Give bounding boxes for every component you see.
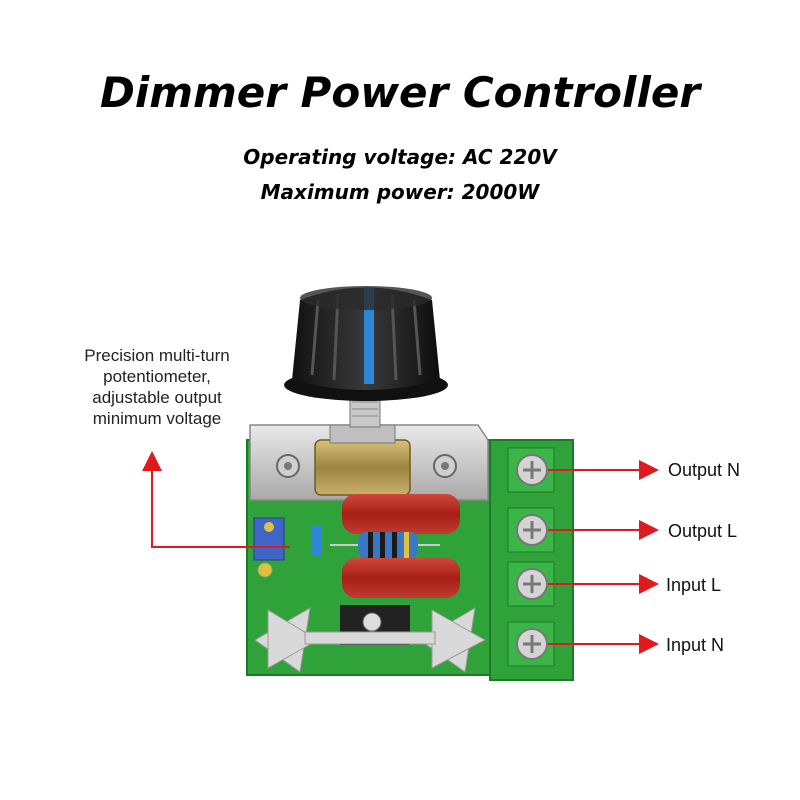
terminal-label-input-n: Input N bbox=[666, 635, 725, 655]
heatsink bbox=[254, 607, 487, 673]
annotation-line: adjustable output bbox=[92, 388, 222, 407]
terminal-label-input-l: Input L bbox=[666, 575, 722, 595]
knob-indicator-stripe bbox=[364, 288, 374, 384]
page-title: Dimmer Power Controller bbox=[99, 68, 701, 117]
annotation-line: potentiometer, bbox=[103, 367, 211, 386]
annotation-arrow bbox=[142, 451, 290, 548]
capacitor bbox=[342, 558, 460, 598]
annotation-line: Precision multi-turn bbox=[84, 346, 230, 365]
annotation-line: minimum voltage bbox=[92, 409, 222, 428]
capacitor bbox=[342, 494, 460, 534]
potentiometer-annotation: Precision multi-turn potentiometer, adju… bbox=[52, 345, 262, 429]
spec-operating-voltage: Operating voltage: AC 220V bbox=[243, 145, 557, 169]
terminal-label-output-n: Output N bbox=[668, 460, 741, 480]
spec-maximum-power: Maximum power: 2000W bbox=[260, 180, 540, 204]
terminal-label-output-l: Output L bbox=[668, 521, 738, 541]
potentiometer-body bbox=[314, 439, 411, 496]
